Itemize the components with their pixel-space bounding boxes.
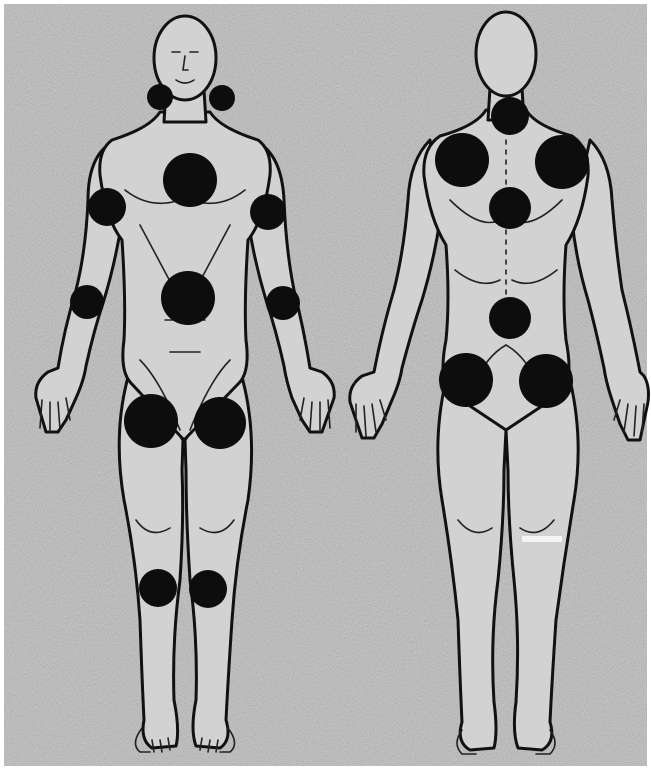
- back-marker-right-shoulder: [535, 135, 589, 189]
- back-leg-tape-mark: [522, 536, 562, 542]
- front-marker-left-neck: [147, 84, 173, 110]
- front-marker-chest: [163, 153, 217, 207]
- front-marker-right-upper-arm: [250, 194, 286, 230]
- front-marker-left-forearm: [70, 285, 104, 319]
- front-marker-right-shin: [189, 570, 227, 608]
- back-marker-lower-back: [489, 297, 531, 339]
- front-marker-right-neck: [209, 85, 235, 111]
- front-marker-right-thigh: [194, 397, 246, 449]
- back-marker-left-buttock: [439, 353, 493, 407]
- front-marker-left-shin: [139, 569, 177, 607]
- back-head: [476, 12, 536, 96]
- back-marker-mid-back: [489, 187, 531, 229]
- back-marker-neck: [491, 97, 529, 135]
- back-marker-left-shoulder: [435, 133, 489, 187]
- back-marker-right-buttock: [519, 354, 573, 408]
- front-marker-left-thigh: [124, 394, 178, 448]
- front-marker-abdomen: [161, 271, 215, 325]
- front-marker-left-upper-arm: [88, 188, 126, 226]
- front-marker-right-forearm: [266, 286, 300, 320]
